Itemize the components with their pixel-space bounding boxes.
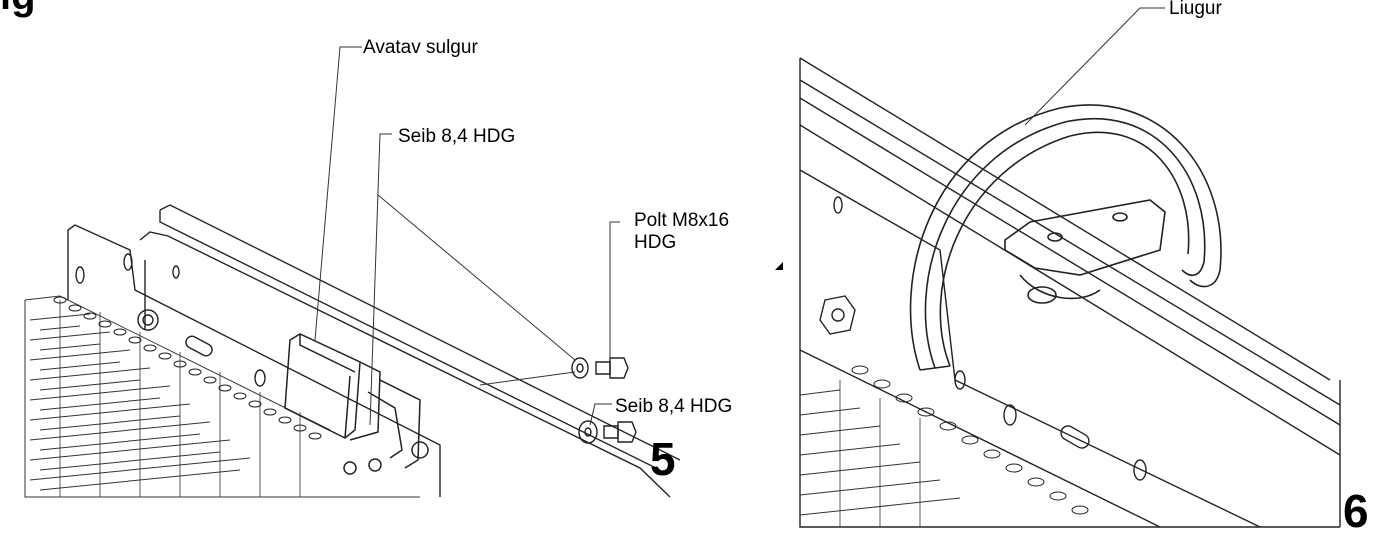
plate-bolt bbox=[137, 309, 159, 331]
callout-polt: Polt M8x16 HDG bbox=[634, 210, 730, 253]
leader-line bbox=[1024, 7, 1165, 126]
slot-holes bbox=[53, 296, 322, 440]
heading-fragment: ig bbox=[0, 0, 36, 16]
step-number-6: 6 bbox=[1343, 485, 1369, 537]
plate-bolt bbox=[819, 295, 856, 335]
callout-avatav-sulgur: Avatav sulgur bbox=[363, 37, 478, 58]
panel-marker-triangle bbox=[775, 262, 783, 270]
grating bbox=[799, 380, 961, 527]
step-5-drawing bbox=[24, 46, 681, 498]
callout-seib-lower: Seib 8,4 HDG bbox=[615, 396, 733, 417]
hardware-lower bbox=[578, 420, 637, 444]
callout-liugur: Liugur bbox=[1169, 0, 1222, 19]
step-5-panel: Avatav sulgur Seib 8,4 HDG Polt M8x16 HD… bbox=[24, 37, 733, 498]
rails bbox=[799, 57, 1341, 528]
step-number-5: 5 bbox=[650, 433, 676, 485]
latch-assembly bbox=[284, 333, 429, 475]
grating bbox=[24, 295, 420, 498]
step-6-drawing bbox=[799, 7, 1341, 528]
slot-holes bbox=[851, 365, 1089, 515]
leader-lines bbox=[314, 46, 620, 426]
side-plate bbox=[799, 169, 1261, 528]
callout-seib-upper: Seib 8,4 HDG bbox=[398, 126, 516, 147]
slider-hook bbox=[909, 104, 1222, 371]
hardware-upper bbox=[571, 357, 629, 379]
step-6-panel: Liugur 6 bbox=[780, 0, 1393, 538]
side-plate bbox=[53, 204, 681, 498]
